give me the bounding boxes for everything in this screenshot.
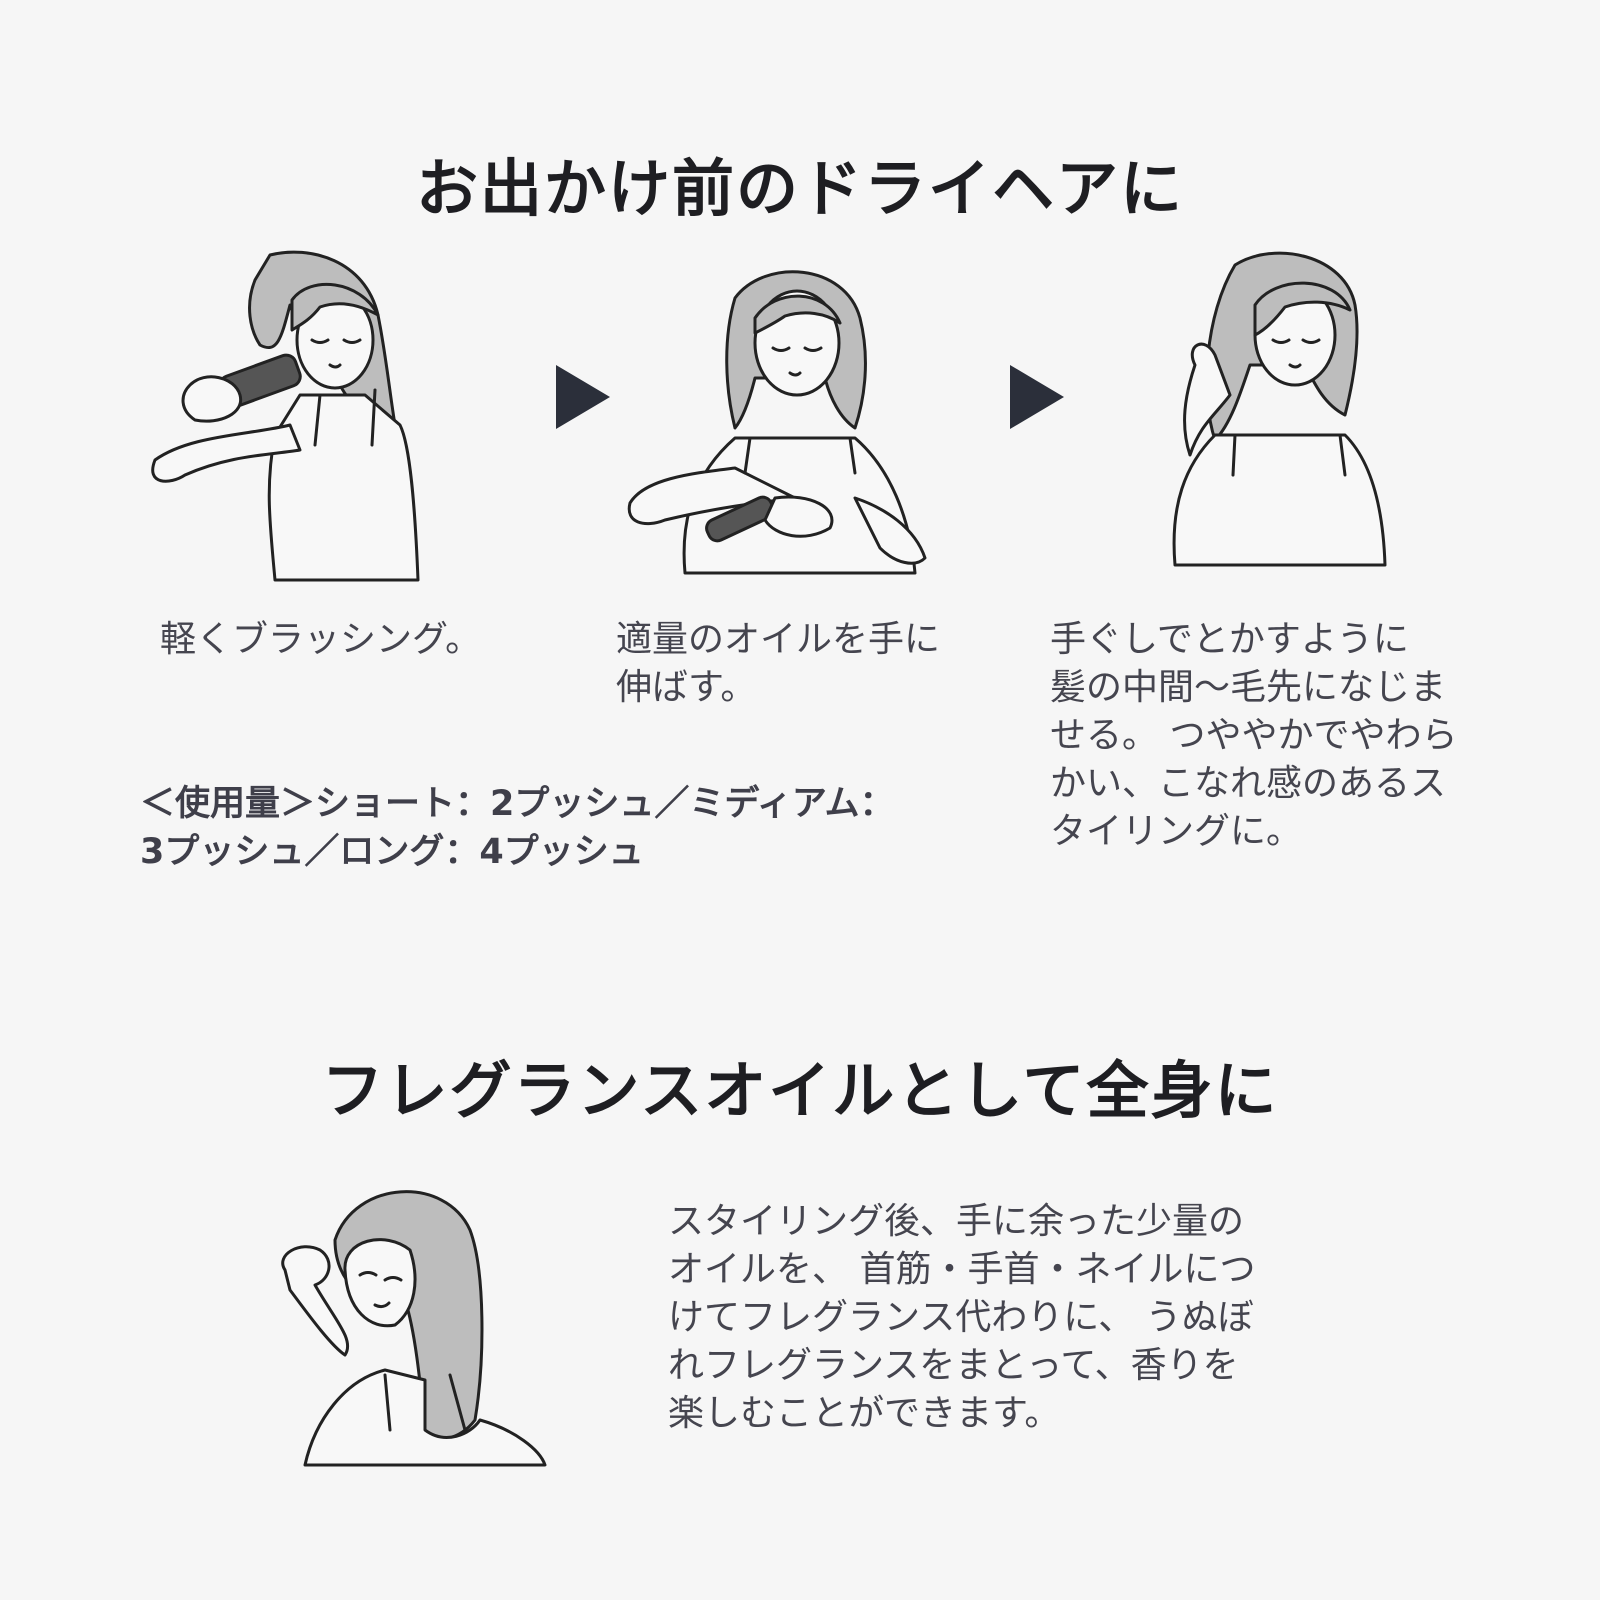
play-triangle-icon — [1010, 365, 1064, 429]
fragrance-text: スタイリング後、手に余った少量の オイルを、 首筋・手首・ネイルにつ けてフレグ… — [668, 1201, 1256, 1434]
oil-on-hands-illustration — [627, 270, 927, 575]
section-title-fragrance: フレグランスオイルとして全身に — [321, 1054, 1279, 1127]
step-2-text: 適量のオイルを手に 伸ばす。 — [616, 619, 941, 708]
usage-amount-text: ＜使用量＞ショート：2プッシュ／ミディアム： 3プッシュ／ロング：4プッシュ — [140, 784, 895, 872]
step-1-text: 軽くブラッシング。 — [160, 619, 482, 660]
finger-comb-illustration — [1172, 251, 1387, 567]
fragrance-wrist-illustration — [281, 1190, 547, 1467]
brushing-hair-illustration — [151, 250, 420, 582]
section-title-dry-hair: お出かけ前のドライヘアに — [415, 152, 1184, 225]
play-triangle-icon — [556, 365, 610, 429]
step-3-text: 手ぐしでとかすように 髪の中間〜毛先になじま せる。 つややかでやわら かい、こ… — [1050, 619, 1458, 852]
